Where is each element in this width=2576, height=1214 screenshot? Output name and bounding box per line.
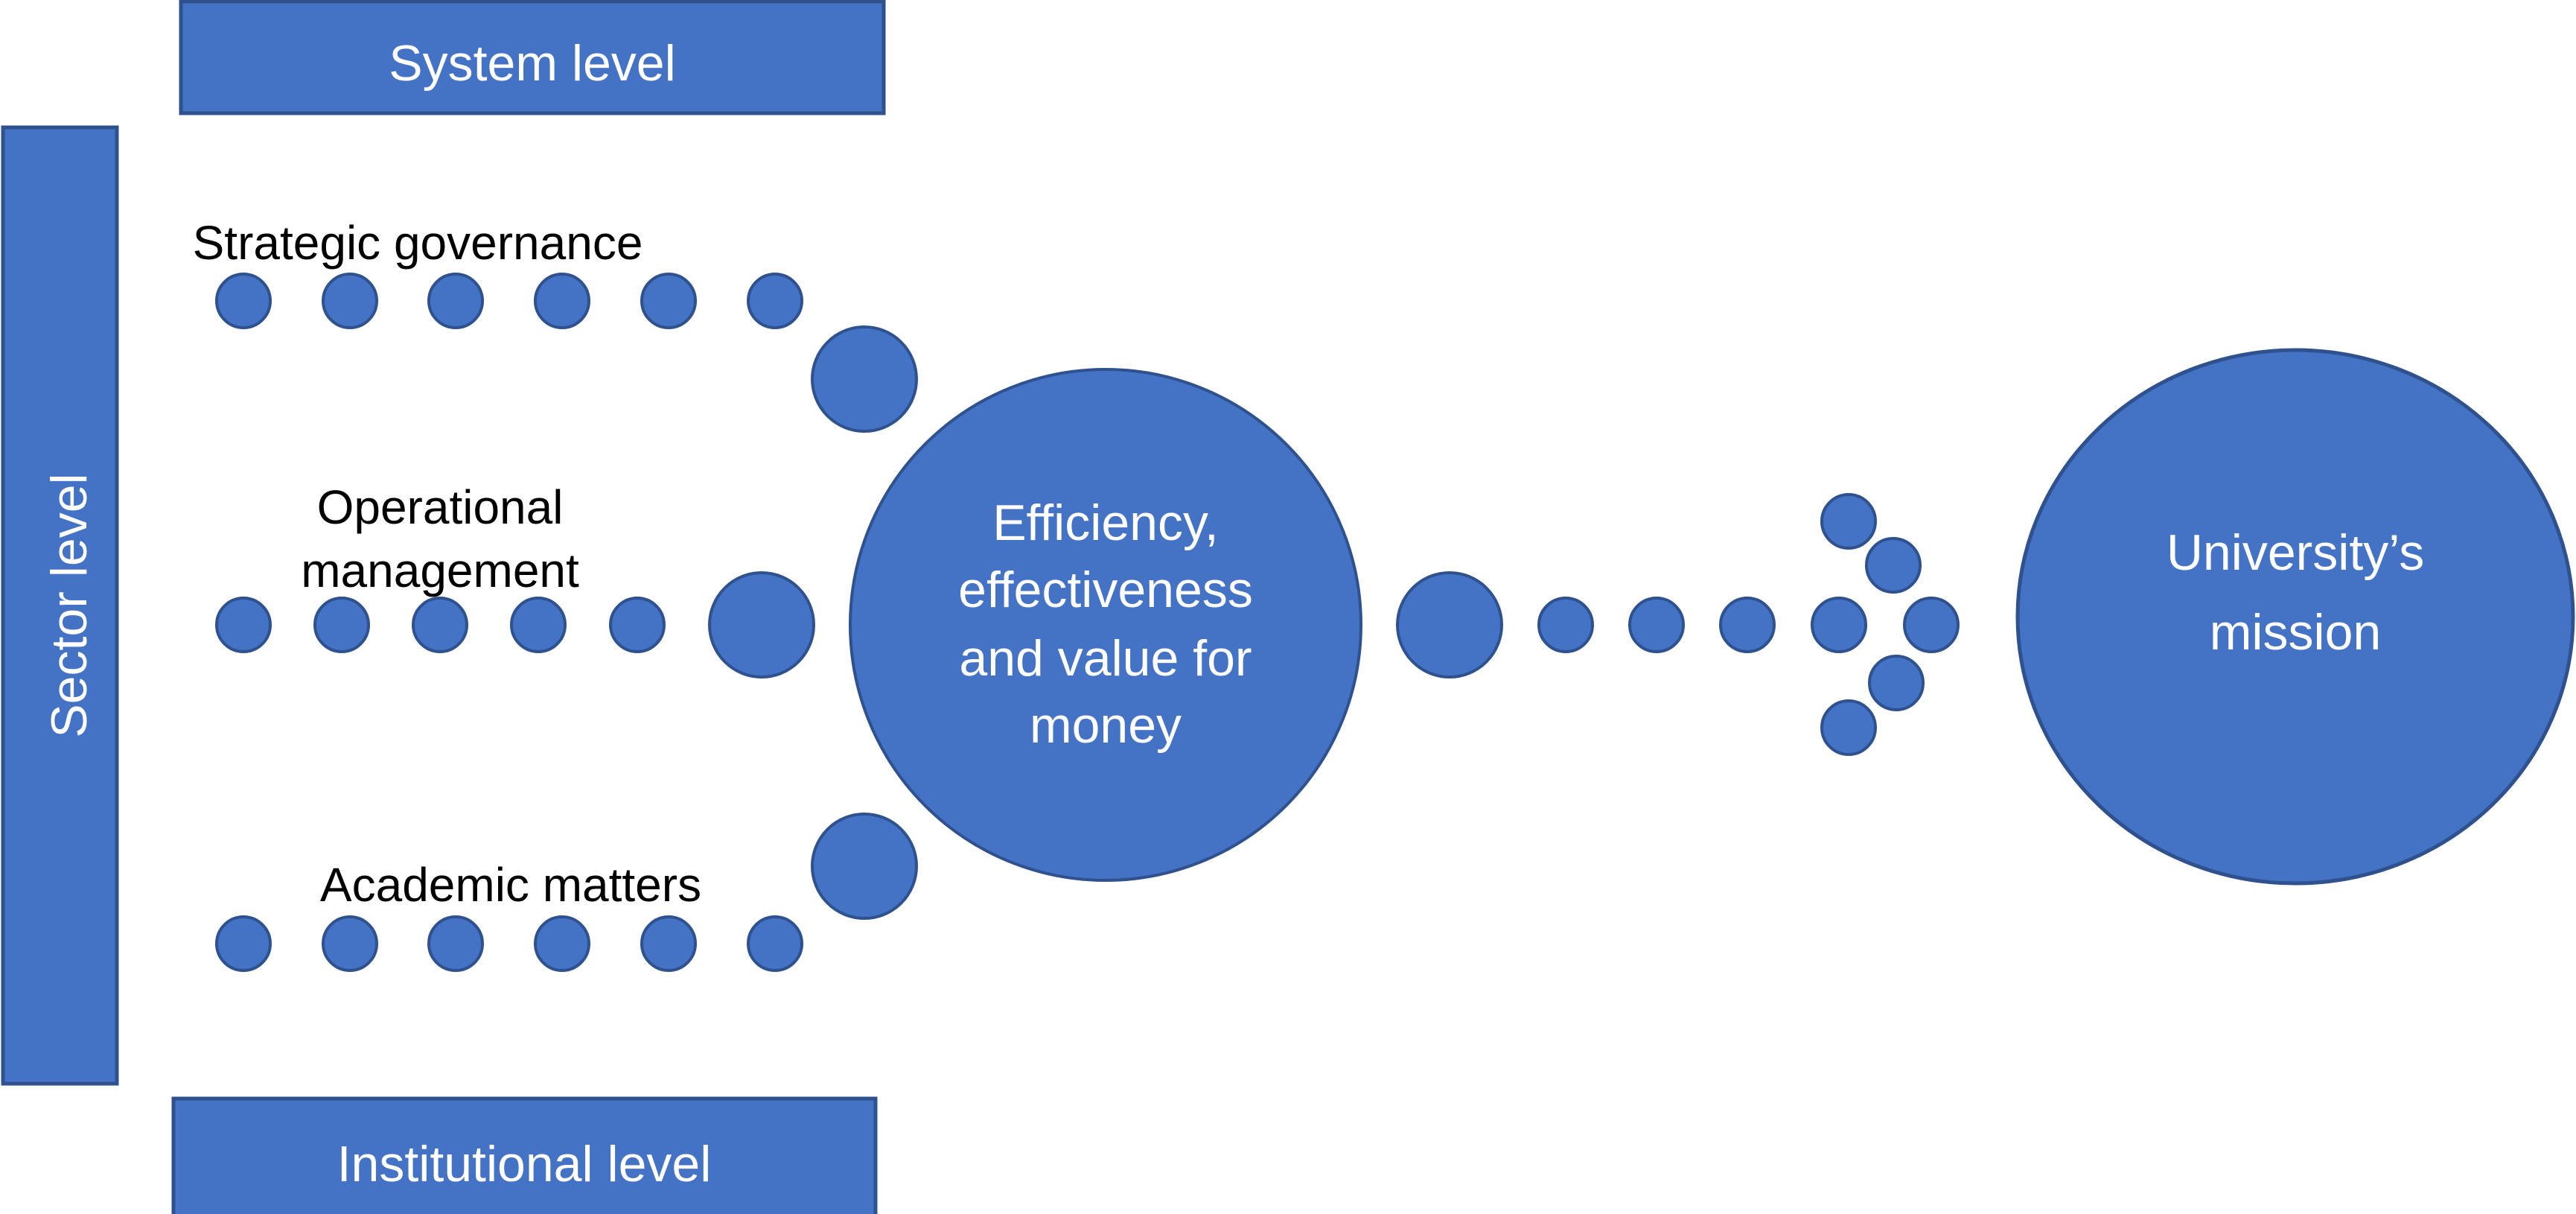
- dot: [747, 915, 803, 972]
- efficiency-node: [849, 368, 1362, 882]
- dot: [640, 915, 697, 972]
- operational-management-label-line2: management: [301, 544, 579, 597]
- dot: [1903, 597, 1960, 653]
- dot-large: [708, 571, 815, 678]
- operational-management-dots: [215, 571, 815, 678]
- dot-large: [1396, 571, 1503, 678]
- strategic-governance-dots: [215, 273, 918, 433]
- university-mission-node: [2015, 348, 2575, 886]
- dot: [1719, 597, 1776, 653]
- dot: [215, 915, 272, 972]
- dot: [534, 915, 590, 972]
- academic-matters-label: Academic matters: [320, 858, 701, 912]
- dot: [510, 597, 567, 653]
- dot-large: [811, 325, 918, 433]
- dot: [534, 273, 590, 329]
- efficiency-node-line3: and value for: [959, 630, 1252, 687]
- dot: [747, 273, 803, 329]
- dot: [412, 597, 468, 653]
- dot: [427, 273, 484, 329]
- dot-large: [811, 813, 918, 920]
- efficiency-node-line1: Efficiency,: [992, 495, 1219, 551]
- dot: [640, 273, 697, 329]
- dot: [1537, 597, 1594, 653]
- dot: [1820, 699, 1877, 756]
- dot: [1628, 597, 1685, 653]
- system-level-label: System level: [389, 35, 675, 92]
- institutional-level-label: Institutional level: [337, 1136, 712, 1192]
- efficiency-node-line4: money: [1030, 697, 1182, 754]
- sector-level-label: Sector level: [41, 473, 98, 737]
- academic-matters-dots: [215, 813, 918, 972]
- dot: [1868, 655, 1925, 711]
- dot: [609, 597, 666, 653]
- mission-path-dots: [1396, 571, 1960, 678]
- system-level-bar: [179, 0, 886, 115]
- sector-level-bar: [1, 125, 119, 1086]
- mission-node-line2: mission: [2210, 604, 2382, 661]
- dot: [215, 273, 272, 329]
- mission-node-line1: University’s: [2167, 524, 2424, 581]
- operational-management-label-line1: Operational: [317, 480, 564, 534]
- efficiency-node-line2: effectiveness: [958, 562, 1253, 618]
- dot: [1820, 493, 1877, 550]
- institutional-level-bar: [171, 1096, 878, 1214]
- dot: [322, 915, 378, 972]
- arrowhead-dots: [1820, 493, 1925, 756]
- dot: [1865, 537, 1922, 594]
- strategic-governance-label: Strategic governance: [193, 216, 643, 270]
- dot: [427, 915, 484, 972]
- dot: [1811, 597, 1867, 653]
- dot: [322, 273, 378, 329]
- dot: [313, 597, 370, 653]
- dot: [215, 597, 272, 653]
